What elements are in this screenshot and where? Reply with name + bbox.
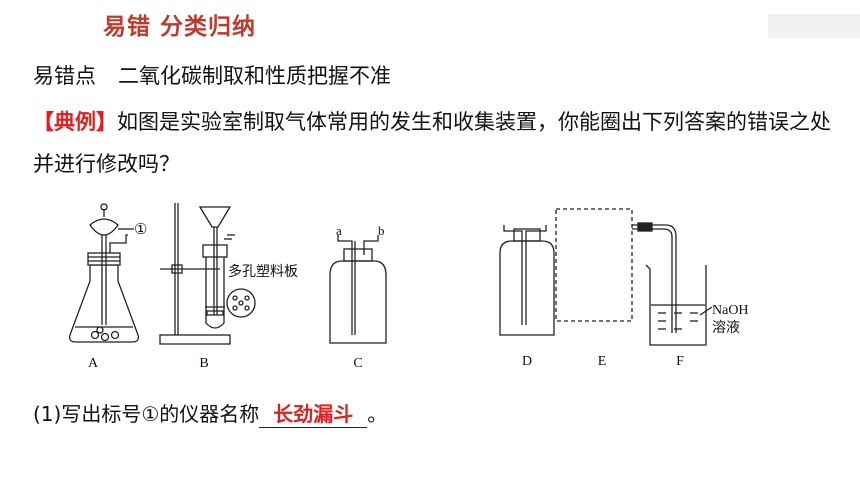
label-b: B bbox=[199, 356, 208, 371]
topic-text: 二氧化碳制取和性质把握不准 bbox=[118, 64, 391, 88]
apparatus-d bbox=[499, 225, 555, 336]
apparatus-e bbox=[555, 208, 633, 322]
label-c: C bbox=[353, 356, 362, 371]
callout-1: ① bbox=[134, 222, 147, 238]
answer-blank: 长劲漏斗 bbox=[259, 398, 368, 428]
naoh-label: NaOH bbox=[712, 303, 749, 318]
question-1-suffix: 。 bbox=[367, 402, 388, 426]
tube-a-label: a bbox=[336, 223, 342, 238]
question-1-prefix: (1)写出标号①的仪器名称 bbox=[33, 402, 260, 426]
question-1: (1)写出标号①的仪器名称长劲漏斗。 bbox=[33, 398, 387, 428]
naoh-solution-label: 溶液 bbox=[712, 320, 740, 336]
label-a: A bbox=[88, 356, 99, 371]
label-d: D bbox=[522, 354, 532, 369]
tube-b-label: b bbox=[378, 223, 385, 238]
apparatus-figure: A B C D E F ① 多孔塑料板 a b NaOH 溶液 bbox=[68, 203, 749, 371]
corner-tab bbox=[768, 14, 860, 38]
plate-label: 多孔塑料板 bbox=[228, 263, 298, 280]
apparatus-f bbox=[632, 222, 713, 346]
apparatus-b bbox=[159, 203, 256, 345]
topic-line: 易错点二氧化碳制取和性质把握不准 bbox=[33, 60, 391, 90]
example-tag: 【典例】 bbox=[33, 110, 117, 134]
section-title: 易错 分类归纳 bbox=[103, 14, 257, 40]
example-paragraph: 【典例】如图是实验室制取气体常用的发生和收集装置，你能圈出下列答案的错误之处并进… bbox=[33, 101, 833, 185]
label-e: E bbox=[598, 354, 607, 369]
label-f: F bbox=[676, 354, 684, 369]
apparatus-c bbox=[329, 235, 387, 344]
apparatus-a bbox=[68, 203, 140, 343]
example-text: 如图是实验室制取气体常用的发生和收集装置，你能圈出下列答案的错误之处并进行修改吗… bbox=[33, 110, 831, 176]
topic-label: 易错点 bbox=[33, 64, 96, 88]
